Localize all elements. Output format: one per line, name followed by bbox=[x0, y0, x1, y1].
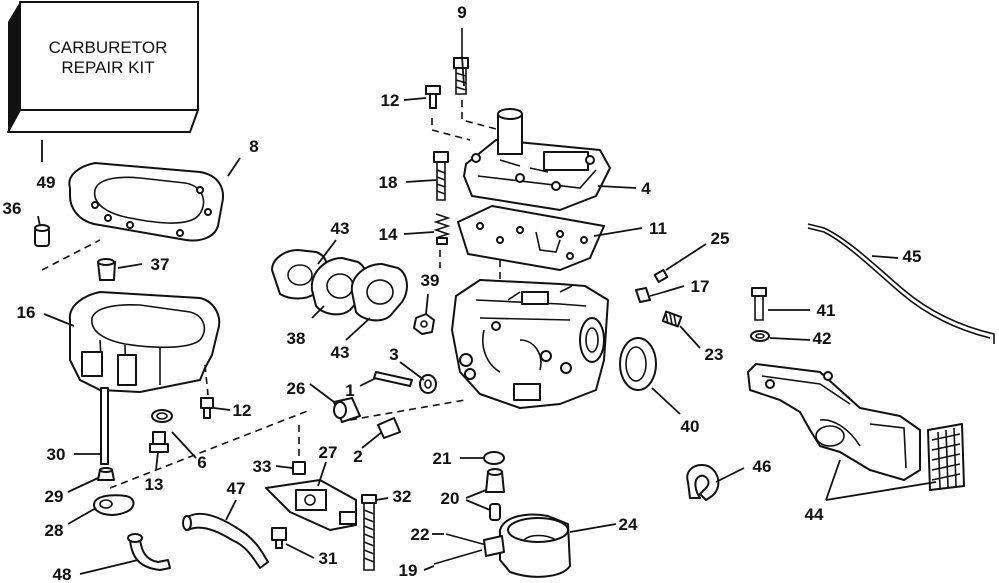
callout-19: 19 bbox=[399, 561, 418, 580]
callout-numbers: 49 8 36 37 16 12 6 30 13 29 28 48 47 33 … bbox=[3, 3, 922, 583]
screw-32 bbox=[361, 494, 377, 571]
callout-16: 16 bbox=[17, 303, 36, 322]
float-24 bbox=[483, 513, 571, 578]
nut-39 bbox=[413, 313, 435, 335]
fitting-31 bbox=[271, 527, 287, 549]
screw-12-upper bbox=[425, 85, 441, 109]
callout-23: 23 bbox=[705, 345, 724, 364]
callout-18: 18 bbox=[379, 173, 398, 192]
callout-32: 32 bbox=[393, 487, 412, 506]
callout-2: 2 bbox=[353, 447, 362, 466]
screw-12-lower bbox=[200, 397, 214, 419]
callout-4: 4 bbox=[641, 179, 651, 198]
callout-11: 11 bbox=[649, 219, 667, 238]
gasket-43-right bbox=[350, 263, 408, 322]
screw-9 bbox=[453, 28, 469, 95]
callout-37: 37 bbox=[151, 255, 170, 274]
float-bowl bbox=[68, 291, 221, 393]
screw-18 bbox=[433, 151, 449, 201]
callout-41: 41 bbox=[817, 301, 836, 320]
callout-25: 25 bbox=[711, 229, 730, 248]
link-rod-45 bbox=[807, 223, 995, 344]
callout-36: 36 bbox=[3, 199, 22, 218]
float-bowl-gasket bbox=[68, 162, 224, 242]
screw-41 bbox=[751, 287, 767, 321]
pin-1 bbox=[373, 371, 413, 387]
callout-30: 30 bbox=[47, 445, 66, 464]
leader-lines bbox=[37, 55, 937, 575]
float-pin-30 bbox=[100, 387, 109, 465]
gasket-11 bbox=[457, 205, 605, 271]
callout-31: 31 bbox=[319, 549, 338, 568]
callout-28: 28 bbox=[45, 521, 64, 540]
washer-21 bbox=[483, 451, 505, 465]
callout-45: 45 bbox=[903, 247, 922, 266]
callout-38: 38 bbox=[287, 329, 306, 348]
pin-19 bbox=[433, 549, 483, 565]
callout-40: 40 bbox=[681, 417, 700, 436]
jet-20 bbox=[485, 468, 505, 521]
callout-12-upper: 12 bbox=[381, 91, 400, 110]
kit-box-line1: CARBURETOR bbox=[49, 38, 168, 57]
carburetor-body bbox=[451, 279, 609, 409]
screw-23 bbox=[661, 310, 683, 328]
callout-42: 42 bbox=[813, 329, 832, 348]
callout-43-right: 43 bbox=[331, 343, 350, 362]
callout-13: 13 bbox=[145, 475, 164, 494]
plug-13 bbox=[149, 431, 169, 453]
callout-20: 20 bbox=[441, 489, 460, 508]
callout-14: 14 bbox=[379, 225, 398, 244]
callout-26: 26 bbox=[287, 379, 306, 398]
clamp-46 bbox=[686, 464, 720, 501]
screw-25 bbox=[653, 269, 669, 283]
bracket-17 bbox=[635, 287, 665, 303]
callout-6: 6 bbox=[197, 453, 206, 472]
callout-39: 39 bbox=[421, 271, 440, 290]
gasket-28 bbox=[93, 494, 135, 516]
plug-36 bbox=[34, 224, 50, 247]
washer-42 bbox=[750, 330, 770, 342]
kit-box-line2: REPAIR KIT bbox=[61, 58, 154, 77]
repair-kit-box: CARBURETOR REPAIR KIT bbox=[7, 1, 199, 133]
callout-1: 1 bbox=[345, 381, 354, 400]
callout-9: 9 bbox=[457, 3, 466, 22]
lever-26 bbox=[333, 397, 361, 423]
intake-manifold-44 bbox=[747, 363, 921, 481]
fuel-tee-27 bbox=[265, 479, 357, 531]
bracket-2 bbox=[377, 417, 401, 439]
callout-27: 27 bbox=[319, 443, 338, 462]
callout-24: 24 bbox=[619, 515, 638, 534]
callout-22: 22 bbox=[411, 525, 430, 544]
callout-43-left: 43 bbox=[331, 219, 350, 238]
gasket-40 bbox=[619, 337, 657, 391]
callout-44: 44 bbox=[805, 505, 824, 524]
callout-47: 47 bbox=[227, 479, 246, 498]
carb-cover-4 bbox=[463, 108, 611, 211]
callout-3: 3 bbox=[389, 345, 398, 364]
callout-49: 49 bbox=[37, 173, 56, 192]
callout-46: 46 bbox=[753, 457, 772, 476]
washer-3 bbox=[419, 374, 437, 394]
spring-14 bbox=[433, 213, 451, 245]
nozzle-37 bbox=[97, 258, 116, 281]
callout-29: 29 bbox=[45, 487, 64, 506]
callout-8: 8 bbox=[249, 137, 258, 156]
hose-48 bbox=[127, 533, 171, 571]
oring-6 bbox=[151, 409, 173, 423]
hose-47 bbox=[182, 512, 269, 569]
screen-44 bbox=[927, 423, 965, 491]
callout-12-lower: 12 bbox=[233, 401, 252, 420]
callout-21: 21 bbox=[433, 449, 452, 468]
needle-29 bbox=[97, 467, 115, 481]
callout-48: 48 bbox=[53, 565, 72, 583]
callout-17: 17 bbox=[691, 277, 710, 296]
callout-33: 33 bbox=[253, 457, 272, 476]
screw-33 bbox=[292, 425, 306, 475]
